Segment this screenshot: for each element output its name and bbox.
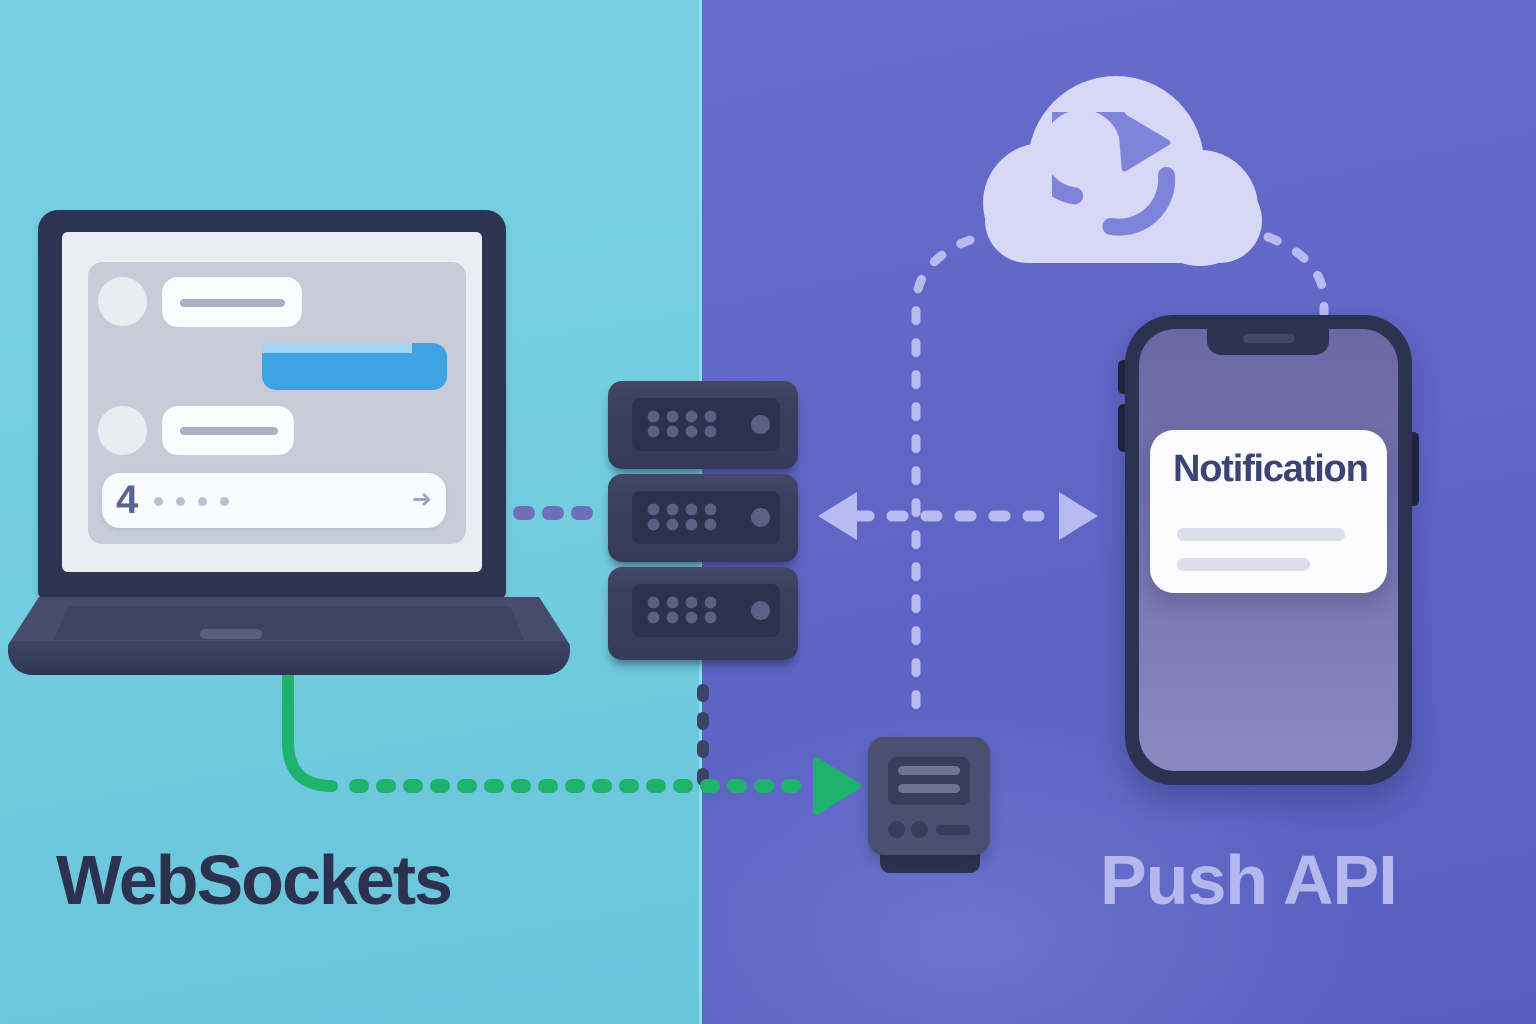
server-unit xyxy=(608,381,798,469)
notification-card: Notification xyxy=(1150,430,1387,593)
message-text-line xyxy=(180,427,278,435)
phone-speaker-icon xyxy=(1243,334,1295,343)
send-icon: ➜ xyxy=(411,486,432,513)
server-status-light-icon xyxy=(751,415,770,434)
panel-dot-icon xyxy=(888,821,905,838)
label-push-api: Push API xyxy=(1100,841,1398,919)
laptop-keyboard-well xyxy=(54,606,524,640)
push-gateway-panel xyxy=(888,757,970,805)
avatar xyxy=(98,406,147,455)
laptop-base-edge xyxy=(8,641,570,675)
notification-title: Notification xyxy=(1173,448,1369,490)
panel-slot xyxy=(936,825,970,835)
avatar xyxy=(98,277,147,326)
laptop-touchpad xyxy=(200,629,262,639)
typing-dot-icon xyxy=(176,497,185,506)
message-input-bar: 4 ➜ xyxy=(102,473,446,528)
typing-dot-icon xyxy=(198,497,207,506)
phone-volume-button xyxy=(1118,404,1126,452)
server-status-light-icon xyxy=(751,601,770,620)
phone-volume-button xyxy=(1118,360,1126,394)
message-text-line xyxy=(262,343,412,353)
panel-dot-icon xyxy=(911,821,928,838)
notification-text-line xyxy=(1177,528,1345,541)
server-panel xyxy=(632,584,780,637)
notification-text-line xyxy=(1177,558,1310,571)
typing-dot-icon xyxy=(154,497,163,506)
server-unit xyxy=(608,567,798,660)
incoming-message-bubble xyxy=(162,406,294,455)
phone-power-button xyxy=(1410,432,1419,506)
cursor-icon: 4 xyxy=(116,478,139,522)
typing-dot-icon xyxy=(220,497,229,506)
server-panel xyxy=(632,398,780,451)
panel-bar xyxy=(898,766,960,775)
server-unit xyxy=(608,474,798,562)
label-websockets: WebSockets xyxy=(56,841,453,919)
server-status-light-icon xyxy=(751,508,770,527)
server-leds-icon xyxy=(644,502,720,532)
server-leds-icon xyxy=(644,595,720,625)
panel-bar xyxy=(898,784,960,793)
sync-icon xyxy=(1052,112,1176,236)
push-gateway-box xyxy=(868,737,990,855)
incoming-message-bubble xyxy=(162,277,302,327)
outgoing-message-bubble xyxy=(262,343,447,390)
server-panel xyxy=(632,491,780,544)
server-leds-icon xyxy=(644,409,720,439)
message-text-line xyxy=(180,299,285,307)
